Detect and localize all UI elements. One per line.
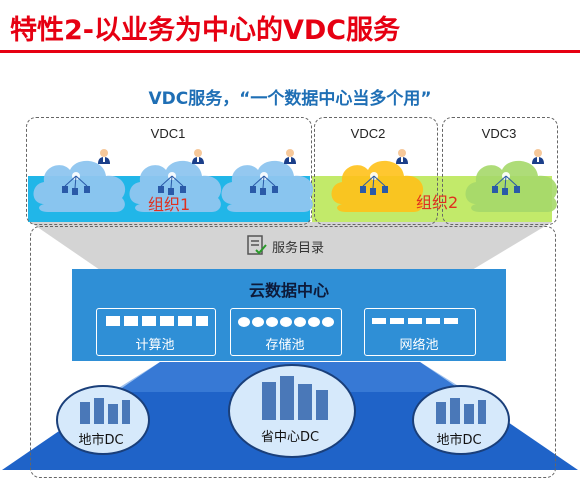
building-icon <box>80 398 130 424</box>
vdc2-container[interactable] <box>314 117 438 225</box>
server-rack-icon <box>106 316 208 326</box>
network-pool[interactable] <box>364 308 476 356</box>
cloud-dc-title: 云数据中心 <box>248 281 329 300</box>
city-dc-right-label: 地市DC <box>436 433 482 448</box>
vdc1-container[interactable] <box>26 117 312 225</box>
network-switch-icon <box>372 318 458 324</box>
slide-subtitle: VDC服务，“一个数据中心当多个用” <box>148 89 432 109</box>
storage-disk-icon <box>238 317 334 327</box>
vdc1-label: VDC1 <box>150 126 186 141</box>
storage-pool-label: 存储池 <box>265 338 305 353</box>
compute-pool-label: 计算池 <box>135 338 175 353</box>
service-catalog-label: 服务目录 <box>272 241 325 256</box>
service-catalog-icon <box>247 235 267 255</box>
storage-pool[interactable] <box>230 308 342 356</box>
building-icon <box>262 376 328 420</box>
compute-pool[interactable] <box>96 308 216 356</box>
slide-title: 特性2-以业务为中心的VDC服务 <box>10 15 401 46</box>
vdc2-label: VDC2 <box>350 126 386 141</box>
cloud-data-center <box>72 269 506 361</box>
org1-label: 组织1 <box>148 195 191 214</box>
network-pool-label: 网络池 <box>399 338 439 353</box>
city-dc-left-label: 地市DC <box>78 433 124 448</box>
title-underline <box>0 50 580 53</box>
infrastructure-container <box>30 226 556 478</box>
vdc3-label: VDC3 <box>481 126 517 141</box>
provincial-dc-label: 省中心DC <box>260 430 320 445</box>
org2-label: 组织2 <box>416 193 459 212</box>
city-dc-right[interactable] <box>412 385 510 455</box>
building-icon <box>436 398 486 424</box>
vdc3-container[interactable] <box>442 117 558 225</box>
